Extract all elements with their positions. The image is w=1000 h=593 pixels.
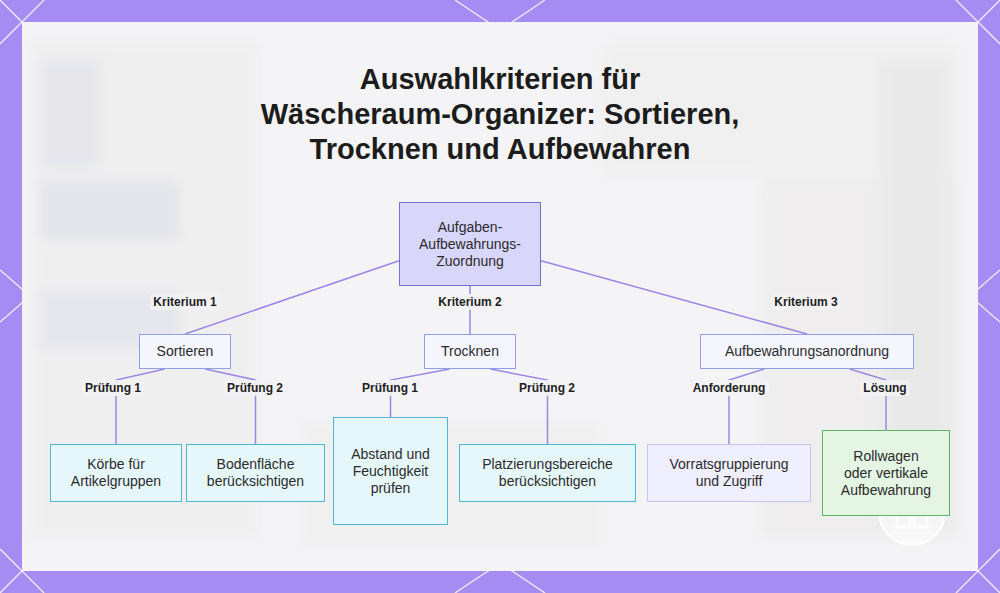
requirement-box: Vorratsgruppierung und Zugriff bbox=[647, 444, 811, 502]
check-box: Körbe für Artikelgruppen bbox=[50, 444, 182, 502]
node-text: Platzierungsbereiche berücksichtigen bbox=[468, 456, 627, 490]
check-box: Abstand und Feuchtigkeit prüfen bbox=[333, 417, 448, 525]
node-text: Aufbewahrungsanordnung bbox=[725, 343, 889, 360]
edge-label: Prüfung 1 bbox=[82, 380, 144, 396]
diagram-title: Auswahlkriterien für Wäscheraum-Organize… bbox=[255, 62, 745, 167]
node-text: Rollwagen oder vertikale Aufbewahrung bbox=[839, 448, 934, 499]
criterion-box: Trocknen bbox=[424, 334, 516, 369]
tree-connector bbox=[541, 261, 807, 334]
edge-label: Lösung bbox=[860, 380, 909, 396]
edge-label: Prüfung 2 bbox=[516, 380, 578, 396]
criterion-box: Sortieren bbox=[139, 334, 231, 369]
node-text: Körbe für Artikelgruppen bbox=[59, 456, 173, 490]
tree-connector bbox=[850, 369, 886, 430]
node-text: Bodenfläche berücksichtigen bbox=[195, 456, 316, 490]
node-text: Trocknen bbox=[441, 343, 499, 360]
check-box: Platzierungsbereiche berücksichtigen bbox=[459, 444, 636, 502]
criterion-box: Aufbewahrungsanordnung bbox=[700, 334, 914, 369]
edge-label: Anforderung bbox=[690, 380, 769, 396]
edge-label: Kriterium 2 bbox=[435, 294, 504, 310]
node-text: Vorratsgruppierung und Zugriff bbox=[658, 456, 800, 490]
node-text: Abstand und Feuchtigkeit prüfen bbox=[351, 446, 431, 497]
content-panel bbox=[22, 22, 978, 571]
solution-box: Rollwagen oder vertikale Aufbewahrung bbox=[822, 430, 950, 516]
node-text: Aufgaben- Aufbewahrungs- Zuordnung bbox=[408, 219, 532, 270]
edge-label: Kriterium 3 bbox=[771, 294, 840, 310]
edge-label: Kriterium 1 bbox=[150, 294, 219, 310]
root-box: Aufgaben- Aufbewahrungs- Zuordnung bbox=[399, 202, 541, 286]
check-box: Bodenfläche berücksichtigen bbox=[186, 444, 325, 502]
node-text: Sortieren bbox=[157, 343, 214, 360]
edge-label: Prüfung 1 bbox=[359, 380, 421, 396]
edge-label: Prüfung 2 bbox=[224, 380, 286, 396]
